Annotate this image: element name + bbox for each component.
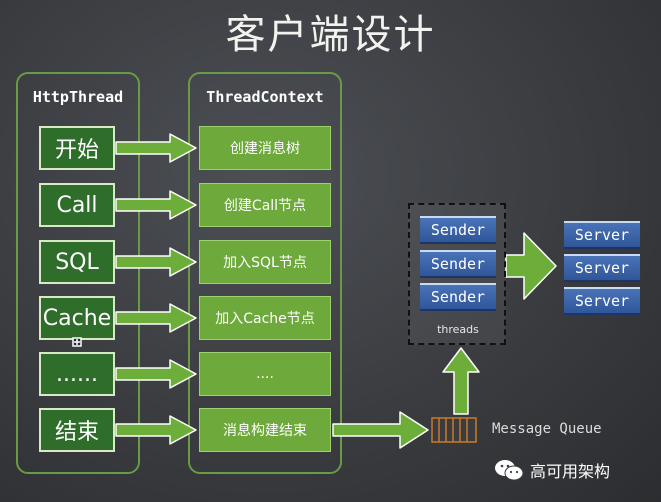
- arrow-right-icon: [115, 303, 197, 333]
- arrow-right-icon: [115, 133, 197, 163]
- wechat-icon: [495, 460, 524, 481]
- watermark: 高可用架构: [494, 458, 610, 482]
- message-queue-icon: [431, 417, 477, 443]
- ctx-create-call-node: 创建Call节点: [199, 183, 331, 227]
- slide-title: 客户端设计: [225, 12, 436, 58]
- sender-1: Sender: [420, 216, 496, 244]
- arrow-right-icon: [115, 247, 197, 277]
- threadcontext-column: [188, 72, 342, 474]
- server-3: Server: [564, 287, 640, 315]
- ctx-add-cache-node: 加入Cache节点: [199, 296, 331, 340]
- arrow-right-icon: [115, 415, 197, 445]
- threads-label: threads: [437, 323, 479, 336]
- watermark-text: 高可用架构: [530, 462, 611, 481]
- sender-3: Sender: [420, 283, 496, 311]
- step-sql: SQL: [39, 240, 115, 284]
- step-end: 结束: [39, 408, 115, 452]
- server-2: Server: [564, 254, 640, 282]
- arrow-up-icon: [442, 347, 480, 415]
- threadcontext-title: ThreadContext: [206, 88, 324, 106]
- arrow-right-icon: [505, 232, 557, 300]
- crosshair-cursor-icon: [72, 337, 82, 347]
- step-start: 开始: [39, 126, 115, 170]
- httpthread-title: HttpThread: [32, 88, 124, 106]
- sender-2: Sender: [420, 250, 496, 278]
- ctx-add-sql-node: 加入SQL节点: [199, 240, 331, 284]
- arrow-right-icon: [115, 359, 197, 389]
- ctx-build-end: 消息构建结束: [199, 408, 331, 452]
- arrow-right-icon: [115, 190, 197, 220]
- ctx-create-tree: 创建消息树: [199, 126, 331, 170]
- step-ellipsis: ......: [39, 352, 115, 396]
- server-1: Server: [564, 221, 640, 249]
- httpthread-column: [16, 72, 140, 474]
- arrow-right-icon: [332, 411, 429, 449]
- message-queue-label: Message Queue: [492, 421, 602, 437]
- step-cache: Cache: [39, 296, 115, 340]
- step-call: Call: [39, 183, 115, 227]
- ctx-ellipsis: ....: [199, 352, 331, 396]
